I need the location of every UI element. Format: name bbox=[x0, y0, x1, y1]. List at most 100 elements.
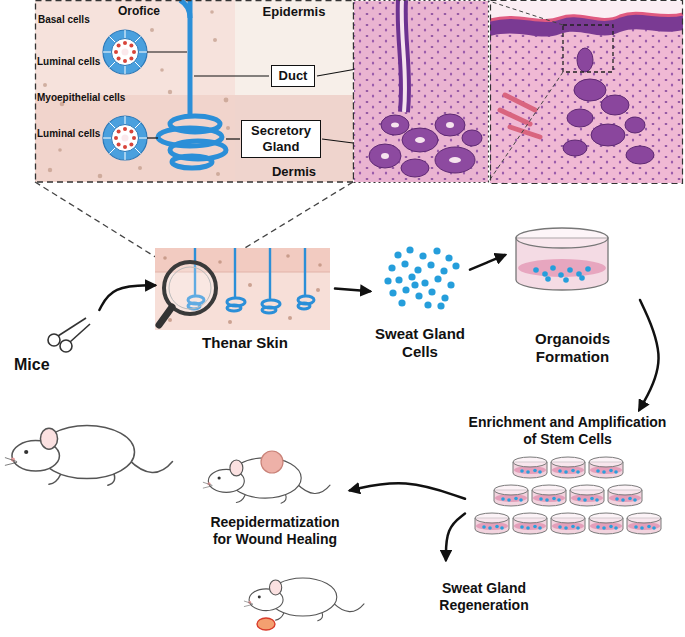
histology-image-part-part bbox=[500, 110, 530, 124]
thenar-skin-drawing-part bbox=[163, 254, 322, 324]
cell-dots-part bbox=[427, 261, 434, 268]
skin-schematic-part-part bbox=[58, 148, 62, 152]
cell-dots-part bbox=[421, 279, 428, 286]
thenar-skin-drawing-part-part bbox=[168, 318, 172, 322]
thenar-skin-drawing-part-part bbox=[304, 248, 306, 296]
label-holder: Dermis bbox=[235, 164, 353, 180]
thenar-skin-drawing-part-part bbox=[234, 248, 236, 298]
histology-image-part bbox=[354, 1, 488, 182]
part-label: Basal cells bbox=[38, 14, 90, 26]
thenar-skin-drawing-part-part bbox=[316, 288, 320, 292]
petri-dish-part bbox=[516, 228, 608, 248]
histology-image-part bbox=[354, 1, 488, 182]
petri-dish-part-part bbox=[563, 277, 569, 283]
dish-stack-part bbox=[513, 513, 547, 534]
histology-image-part bbox=[563, 25, 613, 72]
thenar-skin-drawing-part-part bbox=[228, 320, 232, 324]
thenar-skin-drawing-part-part bbox=[163, 256, 167, 260]
histology-image-part-part bbox=[381, 115, 409, 135]
part-label: Luminal cells bbox=[37, 128, 100, 140]
mouse-drawing-part-part bbox=[70, 324, 90, 342]
skin-schematic-part-part bbox=[224, 98, 229, 103]
skin-schematic-part-part bbox=[43, 83, 47, 87]
process-step: Sweat Gland Regeneration bbox=[235, 560, 535, 635]
thenar-skin-drawing-part-part bbox=[262, 307, 276, 313]
label-holder: Epidermis bbox=[235, 4, 353, 20]
skin-schematic bbox=[35, 0, 396, 182]
cell-dots-part bbox=[447, 281, 454, 288]
cell-dots-part bbox=[402, 286, 409, 293]
skin-schematic-part-part bbox=[138, 166, 142, 170]
mouse-drawing bbox=[5, 318, 364, 630]
histology-image-part-part bbox=[505, 95, 535, 110]
petri-dish-part-part bbox=[567, 267, 573, 273]
flow-arrow bbox=[350, 483, 465, 499]
flow-arrow bbox=[470, 255, 505, 270]
flow-arrow bbox=[335, 289, 370, 292]
cell-dots-part bbox=[433, 247, 440, 254]
cell-dots-part bbox=[394, 251, 401, 258]
cell-dots-part bbox=[389, 289, 396, 296]
mouse-drawing-part-part bbox=[58, 318, 86, 336]
dish-stack-part bbox=[551, 457, 585, 478]
cell-dots-part bbox=[414, 266, 421, 273]
skin-schematic-part bbox=[194, 75, 269, 76]
thenar-skin-drawing-part bbox=[159, 307, 172, 325]
skin-schematic-part bbox=[103, 30, 147, 74]
dish-stack-part bbox=[475, 513, 509, 534]
cell-dots-part bbox=[424, 301, 431, 308]
histology-image-part-part bbox=[369, 144, 401, 168]
part-label: Myoepithelial cells bbox=[37, 92, 125, 104]
mouse-drawing-part bbox=[244, 578, 364, 621]
cell-dots-part bbox=[441, 294, 448, 301]
node-label: Organoids Formation bbox=[505, 330, 640, 366]
cell-dots-part bbox=[452, 262, 459, 269]
petri-dish-part-part bbox=[533, 267, 539, 273]
cell-dots-part bbox=[437, 302, 444, 309]
mouse-drawing-part bbox=[257, 618, 275, 630]
node-label: Reepidermatization for Wound Healing bbox=[200, 514, 350, 548]
cell-dots-part bbox=[434, 275, 441, 282]
histology-image-part bbox=[402, 0, 405, 112]
petri-dish-part-part bbox=[542, 271, 548, 277]
skin-schematic-part bbox=[103, 116, 147, 160]
dish-stack-part bbox=[608, 485, 642, 506]
petri-dish-part-part bbox=[585, 266, 591, 272]
dish-stack-part bbox=[532, 485, 566, 506]
skin-schematic-part bbox=[188, 0, 193, 114]
histology-image-part-part bbox=[391, 123, 399, 128]
cell-dots-part bbox=[408, 273, 415, 280]
histology-image-part bbox=[563, 48, 654, 164]
cell-dots-part bbox=[384, 277, 391, 284]
histology-image-part bbox=[500, 95, 540, 137]
histology-image-part-part bbox=[446, 122, 454, 128]
dish-stack bbox=[475, 457, 661, 534]
process-step: Reepidermatization for Wound Healing bbox=[200, 440, 350, 552]
mouse-drawing-part bbox=[48, 318, 90, 352]
zoom-lines-part bbox=[35, 182, 170, 266]
skin-schematic-part bbox=[226, 138, 240, 139]
histology-image-part-part bbox=[626, 146, 654, 164]
thenar-skin-drawing-part-part bbox=[288, 316, 292, 320]
cell-dots-part bbox=[419, 252, 426, 259]
histology-image bbox=[354, 0, 489, 183]
label-holder: Myoepithelial cells bbox=[37, 92, 125, 104]
histology-image-part-part bbox=[510, 127, 540, 137]
histology-image-part bbox=[490, 13, 683, 20]
cell-dots-part bbox=[415, 292, 422, 299]
thenar-skin-drawing-part-part bbox=[218, 260, 222, 264]
histology-image-part-part bbox=[563, 140, 587, 156]
skin-schematic-part-part bbox=[210, 10, 214, 14]
label-holder: Orofice bbox=[118, 4, 160, 18]
histology-image-part-part bbox=[577, 48, 593, 72]
flow-arrow bbox=[99, 285, 155, 310]
label-holder: Luminal cells bbox=[37, 56, 100, 68]
skin-schematic-part bbox=[36, 1, 354, 183]
thenar-skin-drawing-part-part bbox=[298, 303, 310, 309]
histology-image-part-part bbox=[401, 159, 429, 177]
histology-image-part-part bbox=[591, 124, 625, 146]
histology-image-part bbox=[381, 122, 461, 163]
label-holder: Basal cells bbox=[38, 14, 90, 26]
skin-schematic-part bbox=[235, 95, 353, 182]
histology-image-part-part bbox=[574, 79, 606, 101]
